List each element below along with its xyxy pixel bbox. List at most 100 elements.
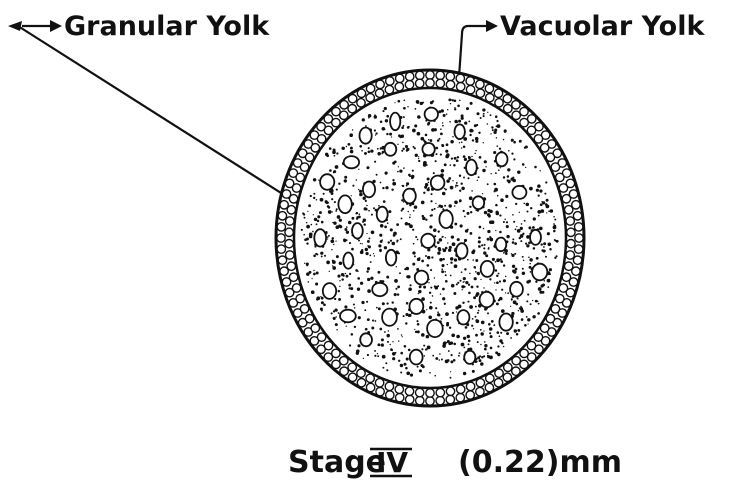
granule (335, 323, 338, 326)
granule (367, 318, 370, 321)
granule (439, 238, 443, 242)
granule (326, 261, 330, 265)
follicle-cell (567, 228, 575, 236)
granule (453, 292, 456, 295)
granule (526, 280, 529, 283)
granule (514, 253, 516, 255)
granule (379, 328, 382, 331)
granule (331, 198, 333, 200)
granule (471, 286, 474, 289)
granule (314, 218, 317, 221)
granule (440, 128, 442, 130)
granule (315, 282, 318, 285)
granule (391, 350, 393, 352)
granule (401, 217, 403, 219)
granule (313, 254, 316, 257)
follicle-cell (277, 223, 285, 231)
follicle-cell (357, 379, 365, 387)
granule (461, 147, 462, 148)
vacuole (386, 250, 396, 266)
granule (423, 161, 427, 165)
granule (336, 329, 337, 330)
granule (302, 212, 304, 214)
follicle-cell (416, 396, 424, 404)
granule (491, 126, 493, 128)
granule (328, 206, 331, 209)
granule (399, 169, 402, 172)
granule (529, 266, 532, 269)
granule (484, 160, 487, 163)
granule (367, 245, 369, 247)
granule (490, 347, 493, 350)
granule (350, 147, 353, 150)
follicle-cell (332, 360, 340, 368)
vacuole (532, 264, 547, 281)
granule (411, 289, 412, 290)
granule (516, 322, 519, 325)
granule (443, 114, 446, 117)
vacuole (455, 124, 465, 139)
granule (501, 289, 503, 291)
granule (391, 188, 393, 190)
granule (367, 354, 369, 356)
granule (441, 144, 443, 146)
granule (391, 136, 392, 137)
granule (494, 188, 498, 192)
granule (544, 193, 546, 195)
granule (460, 224, 463, 227)
granule (387, 341, 389, 343)
granule (407, 106, 408, 107)
follicle-cell (562, 195, 570, 203)
granule (359, 190, 362, 193)
granule (417, 132, 421, 136)
granule (423, 345, 425, 347)
granule (415, 154, 418, 157)
granule (407, 275, 410, 278)
granule (316, 223, 318, 225)
granule (520, 227, 523, 230)
granule (375, 132, 377, 134)
vacuole (499, 314, 512, 331)
granule (426, 264, 429, 267)
follicle-cell (386, 391, 394, 399)
granule (365, 208, 368, 211)
granule (451, 158, 453, 160)
granule (500, 198, 504, 202)
granule (489, 278, 491, 280)
follicle-cell (575, 234, 583, 242)
granule (526, 316, 528, 318)
granule (418, 290, 421, 293)
granule (459, 175, 461, 177)
granule (438, 230, 440, 232)
granule (328, 235, 330, 237)
granule (450, 164, 452, 166)
granule (304, 263, 305, 264)
granule (538, 194, 540, 196)
granule (454, 205, 456, 207)
granule (336, 152, 338, 154)
granule (489, 214, 491, 216)
granule (378, 205, 380, 207)
granule (384, 226, 387, 229)
granule (491, 320, 494, 323)
vacuole (338, 195, 351, 213)
follicle-cell (395, 83, 403, 91)
granule (549, 268, 552, 271)
granule (497, 353, 500, 356)
follicle-cell (348, 95, 356, 103)
granule (332, 237, 334, 239)
granule (418, 156, 419, 157)
granule (461, 183, 463, 185)
granule (331, 192, 334, 195)
granule (429, 372, 431, 374)
granule (425, 219, 427, 221)
granule (422, 365, 425, 368)
granule (377, 152, 380, 155)
granule (434, 208, 436, 210)
granule (397, 328, 399, 330)
granule (492, 129, 494, 131)
follicle-cell (286, 251, 294, 259)
granule (382, 302, 385, 305)
vacuole (431, 176, 445, 190)
granule (304, 238, 307, 241)
